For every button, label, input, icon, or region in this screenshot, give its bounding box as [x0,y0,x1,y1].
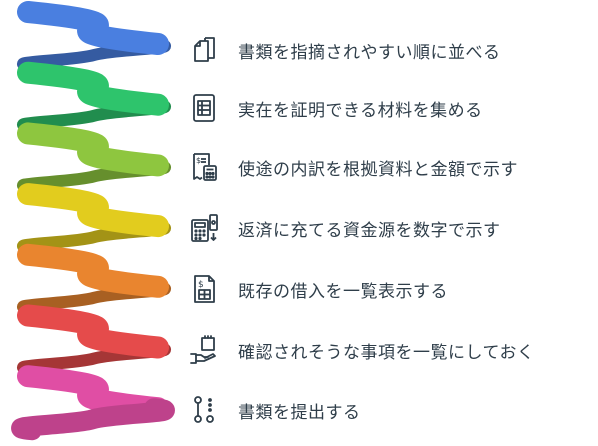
calculator-cash-icon [188,212,220,244]
step-2: 実在を証明できる材料を集める [188,88,483,128]
step-1: 書類を指摘されやすい順に並べる [188,30,501,70]
step-3: $ 使途の内訳を根拠資料と金額で示す [188,147,518,187]
coil-front-strand-7 [17,365,169,420]
coil-front-strand-6 [17,304,169,359]
step-label: 既存の借入を一覧表示する [238,281,448,302]
step-label: 返済に充てる資金源を数字で示す [238,220,501,241]
coil-front-strand-2 [17,61,169,116]
coil-front-strand-1 [17,1,169,55]
step-label: 確認されそうな事項を一覧にしておく [238,342,535,363]
coil-front-strand-3 [17,122,169,177]
hand-checklist-icon [188,334,220,366]
coil-front-strand-5 [17,243,169,298]
step-4: 返済に充てる資金源を数字で示す [188,208,501,248]
step-6: 確認されそうな事項を一覧にしておく [188,330,534,370]
step-label: 書類を指摘されやすい順に並べる [238,42,501,63]
process-path-icon [188,394,220,426]
ledger-document-icon [188,92,220,124]
step-label: 書類を提出する [238,402,361,423]
coil-tail [11,398,175,441]
documents-stack-icon [188,34,220,66]
step-label: 使途の内訳を根拠資料と金額で示す [238,159,518,180]
receipt-calculator-icon: $ [188,151,220,183]
step-7: 書類を提出する [188,390,361,430]
svg-text:$: $ [198,280,204,290]
money-spreadsheet-icon: $ [188,273,220,305]
coil-front-strand-4 [17,183,169,238]
spring-coil-graphic [11,1,175,441]
svg-text:$: $ [196,156,201,165]
step-5: $ 既存の借入を一覧表示する [188,269,448,309]
step-label: 実在を証明できる材料を集める [238,100,483,121]
